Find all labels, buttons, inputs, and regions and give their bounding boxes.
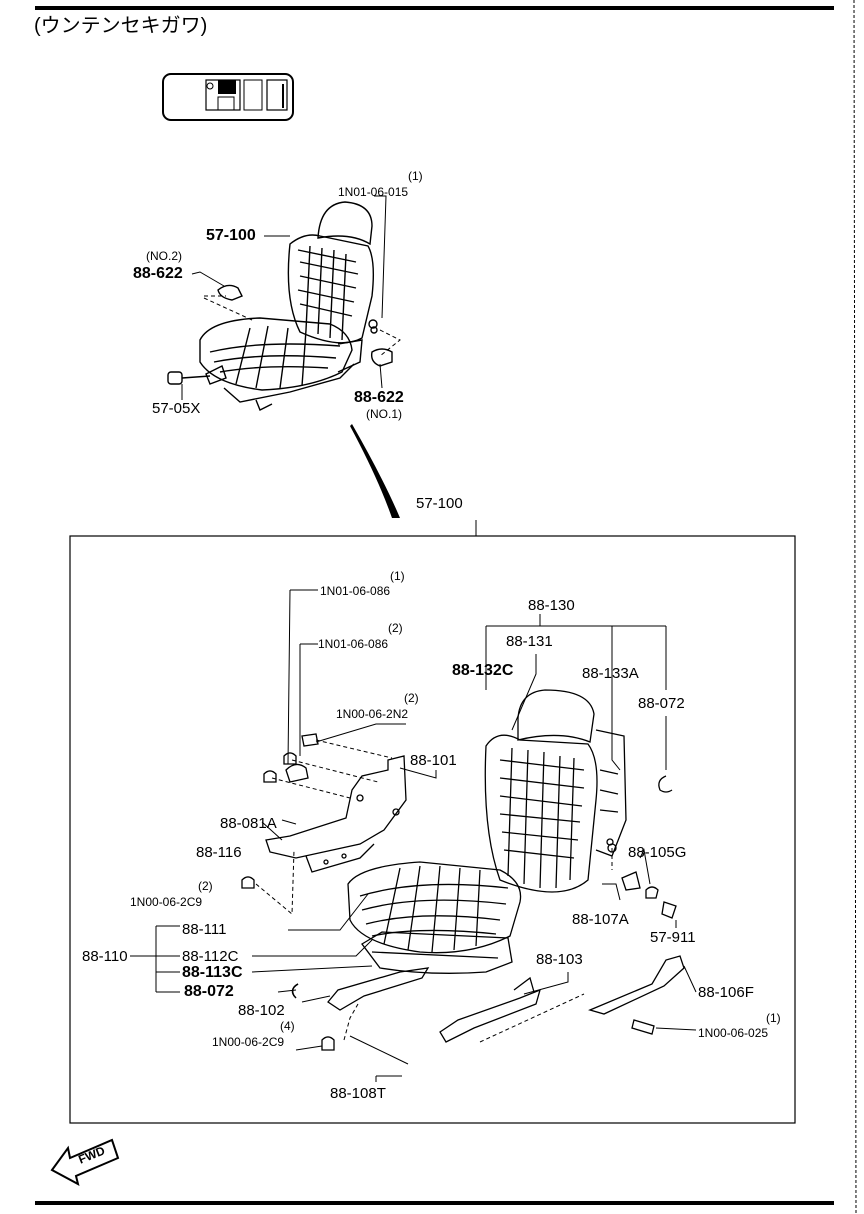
callout-qty: (2) [404,691,419,705]
callout-note: (NO.2) [146,249,182,263]
callout-part-number: 88-116 [196,844,242,861]
callout-part-number: 88-101 [410,752,457,769]
callout-part-number: 1N00-06-2C9 [212,1035,285,1049]
callout-part-number: 1N01-06-015 [338,185,409,199]
callout-qty: (2) [198,879,213,893]
callout-part-number: 1N00-06-2C9 [130,895,203,909]
callout-part-number: 88-072 [638,695,685,712]
callout-note: (NO.1) [366,407,402,421]
callout-part-number: 88-130 [528,597,575,614]
callout-part-number: 88-111 [182,921,227,938]
callout-part-number: 1N00-06-025 [698,1026,769,1040]
callout-part-number: 88-108T [330,1085,386,1102]
callout-part-number: 88-105G [628,844,687,861]
callout-qty: (4) [280,1019,295,1033]
callout-part-number: 1N01-06-086 [318,637,389,651]
callout-part-number: 57-911 [650,929,696,946]
callout-part-number: 88-102 [238,1002,285,1019]
callout-part-number: 88-622 [133,265,183,282]
callout-part-number: 88-132C [452,662,514,679]
callout-part-number: 57-100 [416,495,463,512]
callout-qty: (1) [408,169,423,183]
callout-part-number: 88-106F [698,984,754,1001]
callout-part-number: 57-05X [152,400,201,417]
callout-part-number: 88-107A [572,911,629,928]
callout-part-number: 88-131 [506,633,553,650]
callout-part-number: 57-100 [206,227,256,244]
callout-part-number: 1N01-06-086 [320,584,391,598]
callout-qty: (2) [388,621,403,635]
callout-part-number: 88-103 [536,951,583,968]
page-title: (ウンテンセキガワ) [34,15,208,37]
callout-part-number: 88-113C [182,964,243,981]
callout-part-number: 88-112C [182,948,239,965]
callout-part-number: 1N00-06-2N2 [336,707,409,721]
callout-part-number: 88-081A [220,815,277,832]
callout-part-number: 88-110 [82,948,128,965]
callout-part-number: 88-622 [354,389,404,406]
callout-qty: (1) [390,569,405,583]
callout-part-number: 88-072 [184,983,234,1000]
callout-part-number: 88-133A [582,665,639,682]
callout-qty: (1) [766,1011,781,1025]
